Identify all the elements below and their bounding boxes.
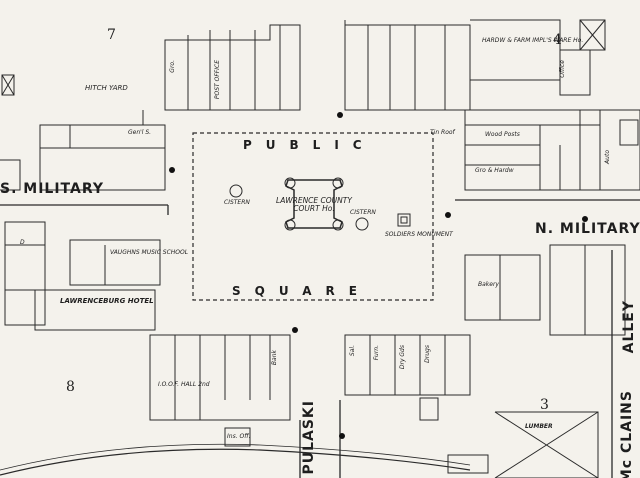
lumber-label: LUMBER xyxy=(525,423,553,430)
monument-inner xyxy=(400,216,408,224)
courthouse-corner-ne xyxy=(332,177,344,189)
music-school-label: VAUGHNS MUSIC SCHOOL xyxy=(110,249,189,256)
courthouse-corner-nw xyxy=(284,177,296,189)
block-4-buildings xyxy=(344,19,640,191)
courthouse-corner-sw xyxy=(284,219,296,231)
hydrants xyxy=(169,112,588,439)
saloon-label: Sal. xyxy=(349,345,356,357)
office-label: Office xyxy=(559,60,566,78)
cistern-left-mark xyxy=(229,184,243,198)
post-office-label: POST OFFICE xyxy=(214,60,221,100)
block-number-4: 4 xyxy=(553,32,562,48)
cistern-right-mark xyxy=(355,217,369,231)
street-s-military: S. MILITARY xyxy=(0,181,104,197)
cistern-left-label: CISTERN xyxy=(224,199,250,206)
tin-roof-label: Tin Roof xyxy=(430,129,455,136)
monument-mark xyxy=(397,213,411,227)
bakery-label: Bakery xyxy=(478,281,499,288)
block-7-buildings xyxy=(0,24,301,191)
hardware-farm-label: HARDW & FARM IMPL'S WARE Ho. xyxy=(482,37,584,44)
block-number-3: 3 xyxy=(540,397,549,413)
ins-office-label: Ins. Off. xyxy=(227,433,251,440)
street-mcclains: Mc CLAINS xyxy=(619,390,635,478)
block-number-8: 8 xyxy=(66,379,75,395)
street-edges xyxy=(0,199,640,478)
hotel-label: LAWRENCEBURG HOTEL xyxy=(60,297,154,305)
auto-label: Auto xyxy=(604,150,611,164)
block-3-buildings xyxy=(344,244,626,478)
drugs-label: Drugs xyxy=(424,345,431,363)
street-public: PUBLIC xyxy=(243,138,376,152)
courthouse-label: LAWRENCE COUNTY COURT Ho. xyxy=(276,196,352,214)
cistern-right-label: CISTERN xyxy=(350,209,376,216)
dwelling-label: D xyxy=(20,239,25,246)
public-square-outline xyxy=(192,132,434,301)
street-n-military: N. MILITARY xyxy=(535,221,640,237)
street-alley: ALLEY xyxy=(621,300,637,354)
courthouse-corner-se xyxy=(332,219,344,231)
monument-label: SOLDIERS MONUMENT xyxy=(385,231,453,238)
block-8-buildings xyxy=(4,221,291,447)
dry-goods-label: Dry Gds xyxy=(399,345,406,370)
ioof-hall-label: I.O.O.F. HALL 2nd xyxy=(158,381,210,388)
gro-hardw-label: Gro & Hardw xyxy=(475,167,514,174)
bank-label: Bank xyxy=(271,350,278,366)
street-pulaski: PULASKI xyxy=(301,400,317,475)
furniture-label: Furn. xyxy=(373,345,380,361)
wool-posts-label: Wood Posts xyxy=(485,131,520,138)
gen-store-label: Gen'l S. xyxy=(128,129,152,136)
railroad-curve xyxy=(0,448,471,476)
railroad-curve-2 xyxy=(0,443,471,471)
grocery-label: Gro. xyxy=(169,60,176,73)
hitch-yard-label: HITCH YARD xyxy=(85,84,128,92)
block-number-7: 7 xyxy=(107,27,116,43)
street-square: SQUARE xyxy=(232,284,371,298)
